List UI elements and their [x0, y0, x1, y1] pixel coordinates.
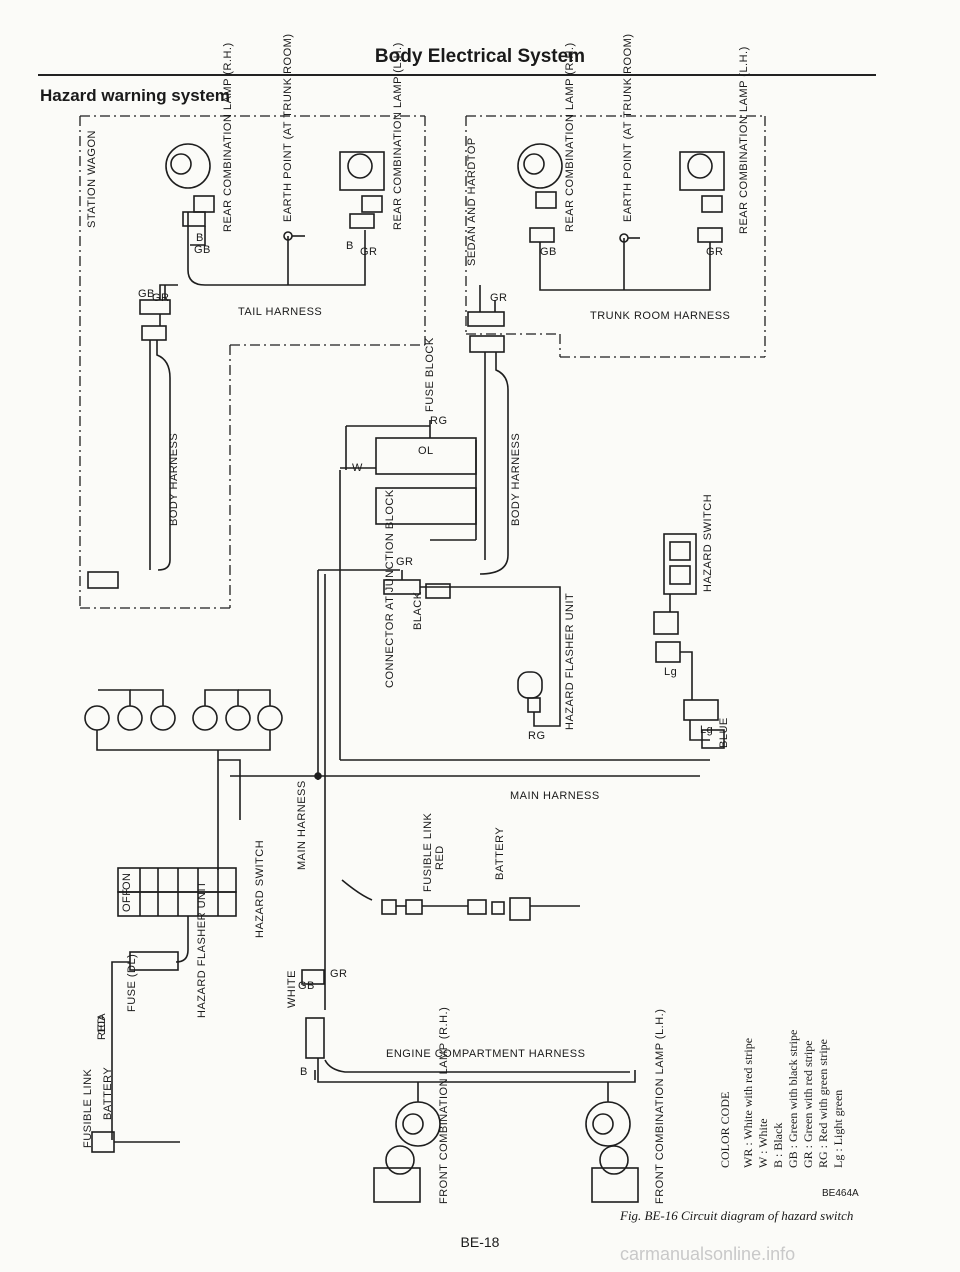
- ten-a-label: 10A: [96, 1012, 108, 1034]
- earth-point-label-sedan: EARTH POINT (AT TRUNK ROOM): [622, 33, 634, 223]
- blue-label: BLUE: [718, 717, 730, 748]
- color-code-entry: W : White: [756, 1118, 770, 1168]
- color-code-legend: COLOR CODE WR : White with red stripe W …: [718, 1030, 846, 1168]
- station-wagon-label: STATION WAGON: [86, 130, 98, 228]
- engine-compartment-harness-label: ENGINE COMPARTMENT HARNESS: [386, 1048, 586, 1060]
- color-code-entry: WR : White with red stripe: [741, 1037, 755, 1168]
- wire-code-lg-2: Lg: [700, 724, 714, 736]
- right-hazard-switch: [653, 533, 725, 749]
- wire-code-gr-4: GR: [706, 246, 724, 258]
- red-label-center: RED: [434, 845, 446, 870]
- front-combo-rh-label: FRONT COMBINATION LAMP (R.H.): [438, 1006, 450, 1204]
- fusible-link-label-center: FUSIBLE LINK: [422, 812, 434, 892]
- color-code-entry: GB : Green with black stripe: [786, 1029, 800, 1168]
- body-harness-wiring: [87, 284, 509, 589]
- indicator-lamps: [84, 689, 283, 870]
- main-bus: [230, 470, 710, 1010]
- battery-fusible-link: [341, 879, 580, 921]
- hazard-flasher-unit: [517, 612, 561, 727]
- color-code-entry: Lg : Light green: [831, 1089, 845, 1168]
- trunk-room-harness-label: TRUNK ROOM HARNESS: [590, 310, 731, 322]
- rear-wiring: [187, 212, 711, 291]
- hazard-switch-label-right: HAZARD SWITCH: [702, 493, 714, 592]
- wire-code-gb-2: GB: [138, 288, 155, 300]
- black-label: BLACK: [412, 591, 424, 630]
- color-code-title: COLOR CODE: [718, 1091, 732, 1168]
- watermark: carmanualsonline.info: [620, 1244, 796, 1264]
- page-number: BE-18: [460, 1234, 500, 1250]
- wire-code-gb-6: GB: [298, 980, 315, 992]
- figure-caption: Fig. BE-16 Circuit diagram of hazard swi…: [620, 1208, 854, 1223]
- left-hazard-switch: [91, 867, 237, 1153]
- fuse-dl-label: FUSE (DL): [126, 953, 138, 1012]
- fuse-block: [340, 420, 477, 541]
- sedan-frame: [465, 115, 766, 358]
- wire-code-gr-3: GR: [490, 292, 508, 304]
- color-code-entry: RG : Red with green stripe: [816, 1039, 830, 1168]
- rear-lamps: [165, 143, 725, 243]
- station-wagon-frame: [79, 115, 426, 609]
- color-code-entry: GR : Green with red stripe: [801, 1040, 815, 1168]
- battery-label-center: BATTERY: [494, 826, 506, 880]
- wire-code-w-1: W: [352, 462, 363, 474]
- main-harness-label: MAIN HARNESS: [510, 790, 600, 802]
- rear-combo-rh-label: REAR COMBINATION LAMP (R.H.): [222, 42, 234, 232]
- wire-code-ol: OL: [418, 445, 434, 457]
- junction-connector: [383, 570, 561, 612]
- earth-point-label: EARTH POINT (AT TRUNK ROOM): [282, 33, 294, 223]
- wire-code-lg-1: Lg: [664, 666, 678, 678]
- wire-code-gb-1: GB: [194, 244, 211, 256]
- rear-combo-rh-label-sedan: REAR COMBINATION LAMP (R.H.): [564, 42, 576, 232]
- off-label: OFF: [121, 888, 133, 913]
- wire-code-gr-5: GR: [396, 556, 414, 568]
- battery-label-left: BATTERY: [102, 1066, 114, 1120]
- wire-code-rg-1: RG: [430, 415, 448, 427]
- hazard-flasher-unit-label-left: HAZARD FLASHER UNIT: [196, 880, 208, 1018]
- rear-combo-lh-label-sedan: REAR COMBINATION LAMP (L.H.): [738, 46, 750, 234]
- wire-code-b-1: B: [196, 232, 204, 244]
- hazard-switch-label-left: HAZARD SWITCH: [254, 839, 266, 938]
- hazard-flasher-unit-label-right: HAZARD FLASHER UNIT: [564, 592, 576, 730]
- on-label: ON: [121, 872, 133, 891]
- wire-code-gr-1: GR: [152, 292, 170, 304]
- page-header: Body Electrical System: [374, 46, 586, 67]
- wire-code-gb-3: GB: [540, 246, 557, 258]
- header-rule: [38, 74, 876, 76]
- section-title: Hazard warning system: [40, 86, 230, 105]
- body-harness-label-left: BODY HARNESS: [168, 432, 180, 526]
- rear-combo-lh-label: REAR COMBINATION LAMP (L.H.): [392, 42, 404, 230]
- engine-wiring: [301, 969, 639, 1203]
- connector-junction-label: CONNECTOR AT JUNCTION BLOCK: [384, 489, 396, 688]
- fusible-link-label-left: FUSIBLE LINK: [82, 1068, 94, 1148]
- color-code-entry: B : Black: [771, 1122, 785, 1168]
- wire-code-gr-2: GR: [360, 246, 378, 258]
- wire-code-rg-2: RG: [528, 730, 546, 742]
- fuse-block-label: FUSE BLOCK: [424, 337, 436, 412]
- figure-ref: BE464A: [822, 1188, 859, 1199]
- white-label: WHITE: [286, 970, 298, 1008]
- sedan-hardtop-label: SEDAN AND HARDTOP: [466, 137, 478, 266]
- wire-code-gr-6: GR: [330, 968, 348, 980]
- body-harness-label-right: BODY HARNESS: [510, 432, 522, 526]
- wire-code-b-6: B: [300, 1066, 308, 1078]
- main-harness-label-vertical: MAIN HARNESS: [296, 780, 308, 870]
- wire-code-b-2: B: [346, 240, 354, 252]
- tail-harness-label: TAIL HARNESS: [238, 306, 323, 318]
- front-combo-lh-label: FRONT COMBINATION LAMP (L.H.): [654, 1008, 666, 1204]
